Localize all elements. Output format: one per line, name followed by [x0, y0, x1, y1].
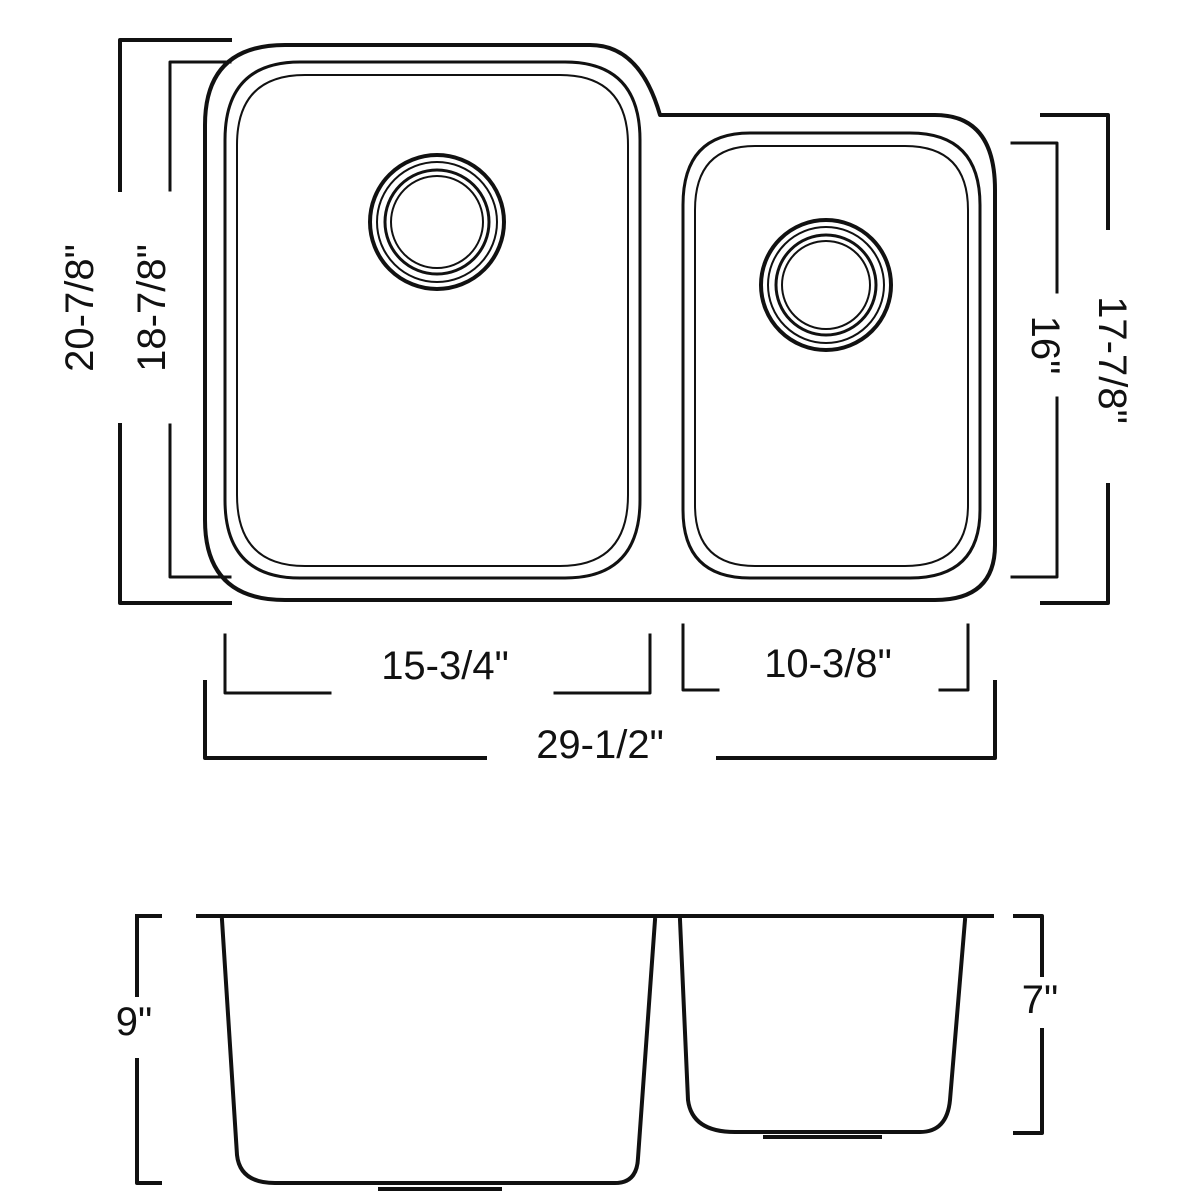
small-bowl-basin [694, 145, 969, 567]
dimension-overall-width: 29-1/2" [203, 680, 997, 767]
dimension-overall-depth-right: 17-7/8" [1040, 113, 1134, 605]
dimension-large-bowl-width: 15-3/4" [223, 633, 652, 695]
dimension-label: 15-3/4" [381, 644, 509, 688]
dimension-label: 7" [1022, 978, 1058, 1022]
dimension-label: 29-1/2" [536, 723, 664, 767]
dimension-small-bowl-depth: 16" [1010, 141, 1067, 579]
dimension-label: 16" [1023, 316, 1067, 375]
sink-outer-rim [203, 43, 997, 602]
dimension-label: 18-7/8" [130, 244, 174, 372]
sink-top-view [203, 43, 997, 602]
dimension-label: 20-7/8" [58, 244, 102, 372]
dimension-small-bowl-width: 10-3/8" [681, 623, 970, 692]
dimension-large-bowl-depth: 18-7/8" [130, 60, 232, 579]
large-bowl-inner-outline [223, 60, 642, 580]
small-bowl-drain-icon [759, 218, 893, 352]
dimension-label: 10-3/8" [764, 642, 892, 686]
dimension-label: 9" [116, 1000, 152, 1044]
dimension-label: 17-7/8" [1090, 296, 1134, 424]
large-bowl-side-profile [219, 917, 658, 1185]
small-bowl-side-profile [677, 917, 968, 1134]
dimension-overall-depth-left: 20-7/8" [58, 38, 232, 605]
dimension-large-bowl-height: 9" [116, 914, 162, 1185]
large-bowl-basin [236, 74, 629, 567]
sink-side-view [196, 914, 994, 1191]
dimension-small-bowl-height: 7" [1013, 914, 1058, 1135]
small-bowl-inner-outline [681, 131, 982, 580]
large-bowl-drain-icon [368, 153, 506, 291]
